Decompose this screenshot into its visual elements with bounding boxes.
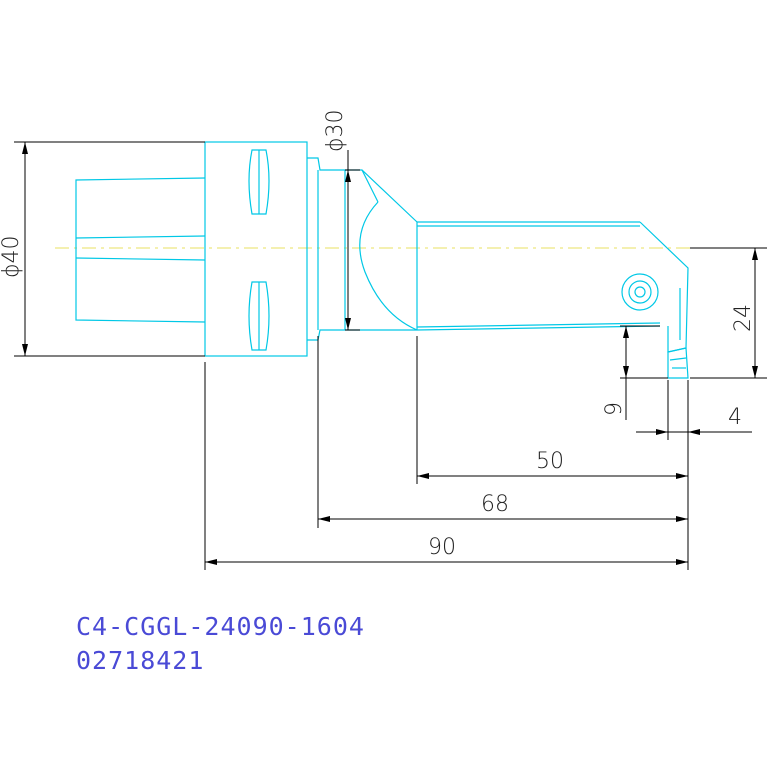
length-4-label: 4 <box>728 405 742 430</box>
dim-dia-40: ϕ40 <box>0 141 205 357</box>
order-code: 02718421 <box>76 646 205 675</box>
tool-neck <box>307 157 346 341</box>
dim-height-24: 24 <box>690 247 767 379</box>
dim-length-68: 68 <box>317 336 688 528</box>
tool-bar <box>416 221 689 353</box>
dia-30-label: ϕ30 <box>323 109 348 152</box>
part-number: C4-CGGL-24090-1604 <box>76 612 365 641</box>
cutting-insert <box>667 347 689 379</box>
height-24-label: 24 <box>731 304 756 332</box>
dim-length-50: 50 <box>416 336 689 570</box>
dim-length-90: 90 <box>204 362 688 570</box>
dim-length-9: 9 <box>602 325 668 420</box>
tool-shank <box>75 177 206 323</box>
dia-40-label: ϕ40 <box>0 235 24 278</box>
flange-body <box>204 141 308 357</box>
length-90-label: 90 <box>428 535 456 560</box>
dim-dia-30: ϕ30 <box>323 109 360 331</box>
dim-length-4: 4 <box>636 380 752 440</box>
length-68-label: 68 <box>481 492 509 517</box>
clamp-screw-icon <box>621 273 659 311</box>
tool-head <box>345 169 418 331</box>
length-50-label: 50 <box>536 449 564 474</box>
length-9-label: 9 <box>602 402 627 416</box>
